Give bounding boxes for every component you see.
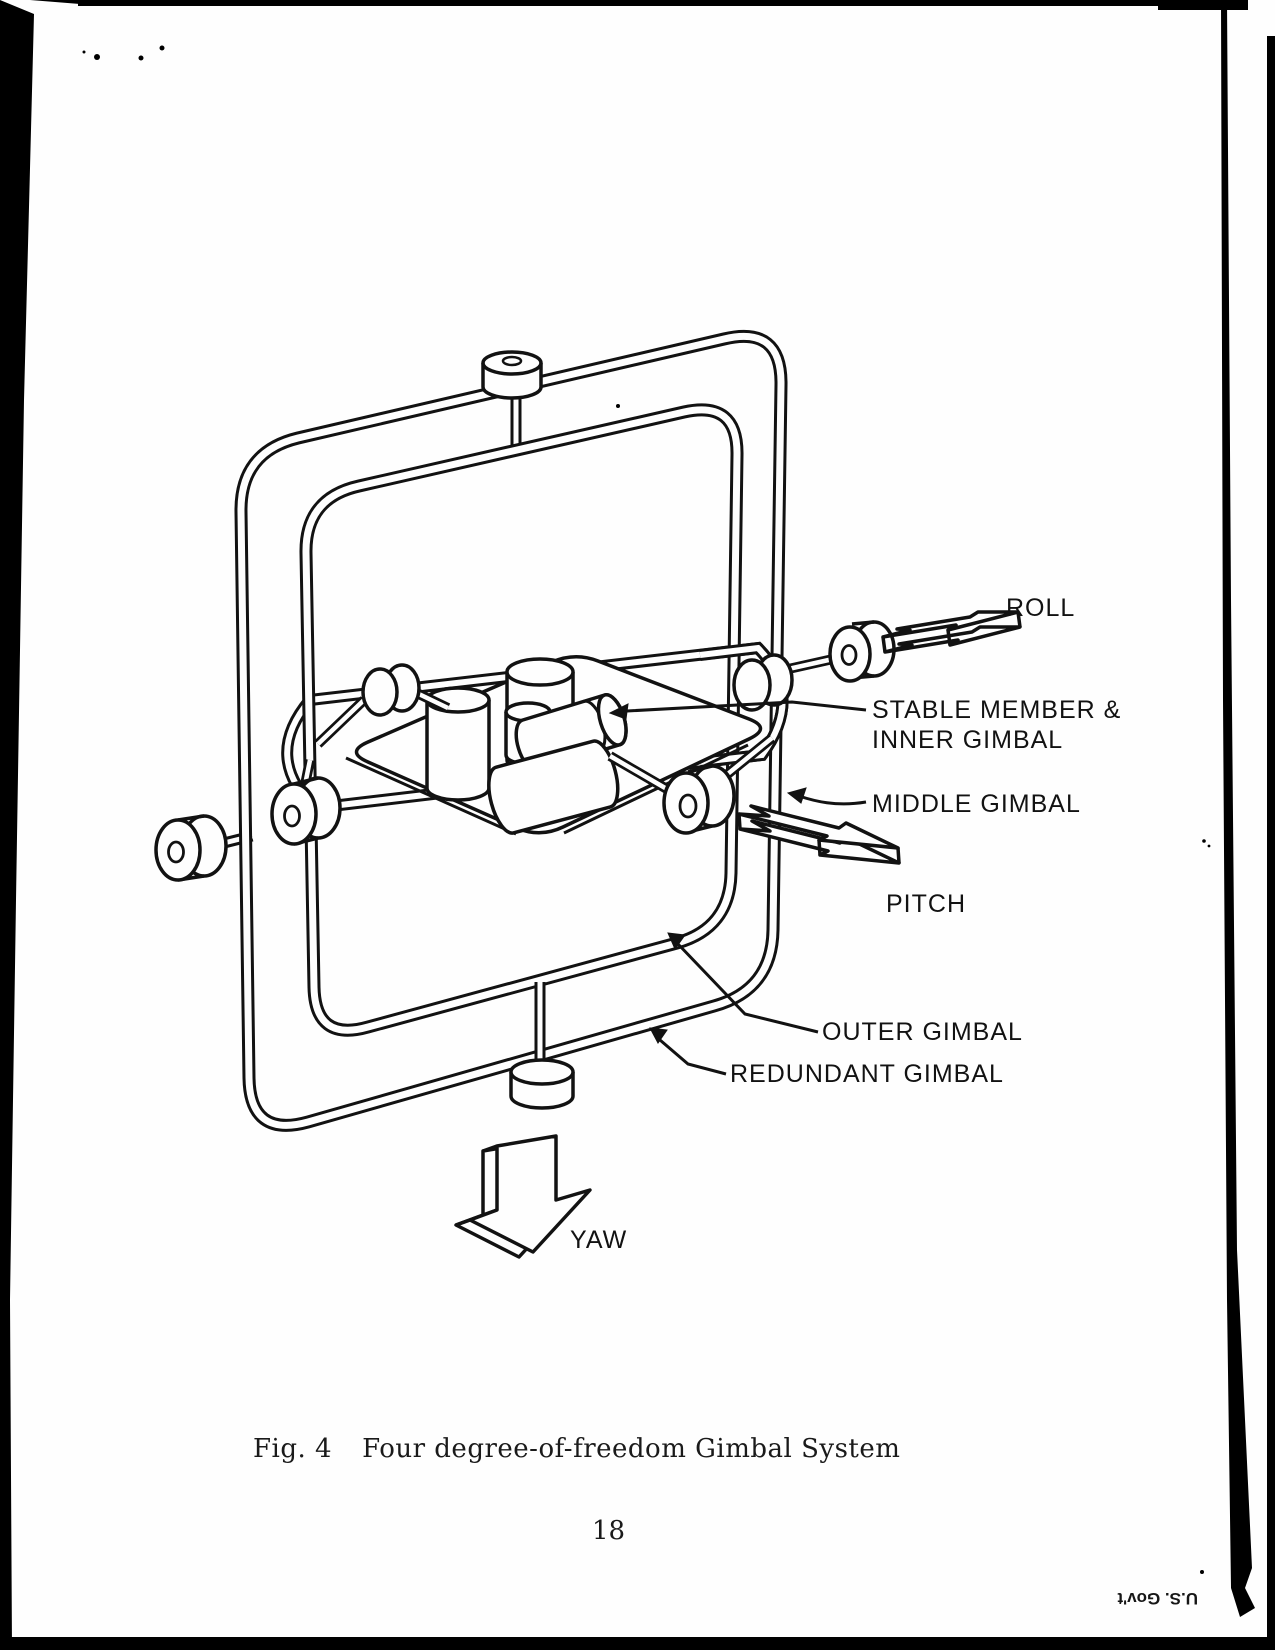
label-yaw: YAW [570, 1226, 628, 1254]
label-redundant-gimbal: REDUNDANT GIMBAL [730, 1060, 1004, 1088]
bottom-pivot [509, 982, 575, 1110]
roll-middle-bearing [732, 653, 794, 712]
roll-arrow-icon [881, 610, 1022, 654]
top-pivot-hole [501, 355, 523, 367]
redundant-gimbal-ring [234, 329, 788, 1132]
label-stable-member-line1: STABLE MEMBER & [872, 696, 1122, 724]
bearing-disks [154, 620, 896, 882]
roll-outer-bearing [828, 620, 896, 683]
label-stable-member-line2: INNER GIMBAL [872, 726, 1064, 754]
roll-right-bearing [662, 764, 736, 835]
label-pitch: PITCH [886, 890, 966, 918]
pitch-bearing [270, 776, 342, 846]
govt-stamp: U.S. Gov't [1117, 1589, 1198, 1608]
yaw-arrow-icon [454, 1134, 592, 1259]
figure-caption: Fig. 4 Four degree-of-freedom Gimbal Syst… [253, 1434, 900, 1464]
callout-leader-lines [608, 700, 867, 1076]
top-pivot [481, 350, 543, 452]
pitch-outer-bearing [154, 814, 228, 882]
page-number: 18 [592, 1516, 626, 1546]
label-outer-gimbal: OUTER GIMBAL [822, 1018, 1023, 1046]
label-middle-gimbal: MIDDLE GIMBAL [872, 790, 1081, 818]
label-roll: ROLL [1006, 594, 1076, 622]
pitch-arrow-icon [737, 804, 901, 865]
roll-left-bearing [361, 663, 421, 717]
figure-caption-number: Fig. 4 [253, 1434, 333, 1464]
gyro-cylinders [425, 657, 628, 835]
figure-caption-title: Four degree-of-freedom Gimbal System [362, 1434, 901, 1464]
